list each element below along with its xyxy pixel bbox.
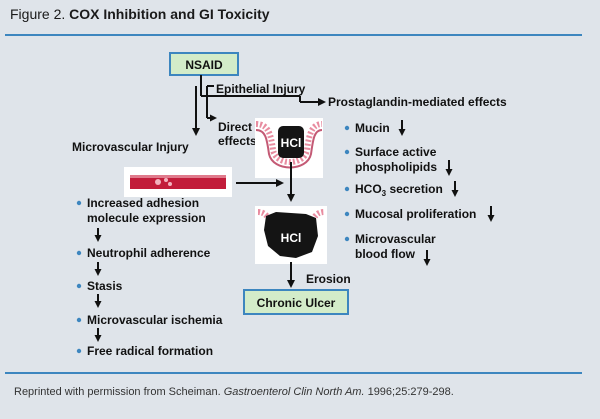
figure-label: Figure 2. (10, 6, 66, 22)
bullet (344, 149, 350, 155)
bullet (76, 200, 82, 206)
top-rule (5, 34, 582, 36)
epithelial-injury-label: Epithelial Injury (216, 82, 306, 96)
hcl-top-label: HCl (281, 136, 302, 150)
cascade-item-4: Microvascular ischemia (87, 313, 223, 327)
left-cascade: Increased adhesion molecule expression N… (76, 196, 223, 358)
effect-hco3: HCO3 secretion (355, 182, 443, 198)
effect-blood-flow-line2: blood flow (355, 247, 416, 261)
erosion-label: Erosion (306, 272, 351, 286)
figure-heading: COX Inhibition and GI Toxicity (69, 6, 270, 22)
effect-proliferation: Mucosal proliferation (355, 207, 476, 221)
bullet (344, 236, 350, 242)
cascade-item-3: Stasis (87, 279, 123, 293)
cascade-item-1-line2: molecule expression (87, 211, 206, 225)
nsaid-connectors (192, 75, 326, 136)
nsaid-label: NSAID (185, 58, 223, 72)
bottom-rule (5, 372, 582, 374)
bullet (344, 186, 350, 192)
bullet (76, 250, 82, 256)
bullet (344, 211, 350, 217)
bullet (76, 317, 82, 323)
chronic-ulcer-label: Chronic Ulcer (257, 296, 336, 310)
cascade-item-2: Neutrophil adherence (87, 246, 211, 260)
bullet (344, 125, 350, 131)
footnote-journal: Gastroenterol Clin North Am. (223, 386, 365, 398)
cascade-item-1-line1: Increased adhesion (87, 196, 199, 210)
microvascular-vessel (124, 167, 232, 197)
direct-effects-line2: effects (218, 134, 257, 148)
nsaid-box: NSAID (169, 52, 239, 76)
footnote: Reprinted with permission from Scheiman.… (14, 386, 454, 398)
prostaglandin-label: Prostaglandin-mediated effects (328, 95, 507, 109)
hcl-bottom-label: HCl (281, 231, 302, 245)
microvascular-injury-label: Microvascular Injury (72, 140, 189, 154)
effect-blood-flow-line1: Microvascular (355, 232, 436, 246)
effect-mucin: Mucin (355, 121, 390, 135)
footnote-citation: 1996;25:279-298. (364, 386, 454, 398)
effect-surfactant-line2: phospholipids (355, 160, 437, 174)
bullet (76, 283, 82, 289)
tissue-erosion: HCl (255, 206, 327, 264)
footnote-prefix: Reprinted with permission from Scheiman. (14, 386, 224, 398)
figure-title: Figure 2. COX Inhibition and GI Toxicity (10, 6, 270, 22)
cascade-item-5: Free radical formation (87, 344, 213, 358)
chronic-ulcer-box: Chronic Ulcer (243, 289, 349, 315)
bullet (76, 348, 82, 354)
tissue-crater-top: HCl (255, 118, 323, 178)
direct-effects-line1: Direct (218, 120, 252, 134)
effect-surfactant-line1: Surface active (355, 145, 437, 159)
right-effects: Mucin Surface active phospholipids HCO3 … (344, 120, 495, 266)
